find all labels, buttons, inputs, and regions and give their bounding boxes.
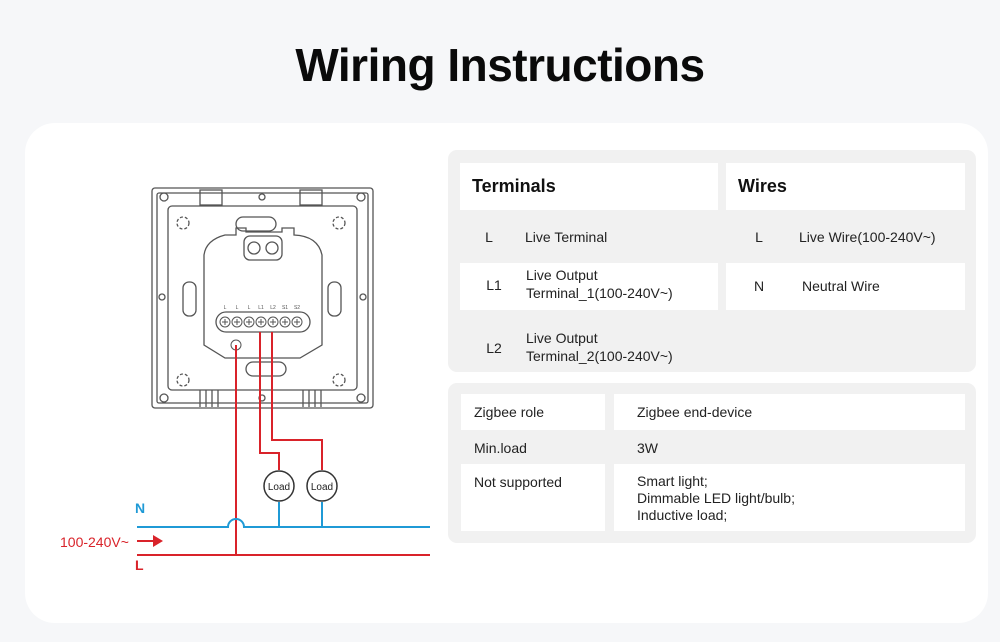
terminal-desc: Live Terminal (525, 229, 608, 245)
wire-desc: Live Wire(100-240V~) (799, 229, 936, 245)
terminal-desc: Live Output Terminal_2(100-240V~) (526, 330, 673, 364)
live-wires (137, 332, 430, 556)
terminal-screw (219, 316, 231, 328)
load2-live-wire (271, 332, 323, 470)
wire-code: N (753, 278, 765, 294)
arrow-right-icon (137, 535, 163, 547)
terminal-code: L (485, 229, 493, 245)
hole-right (265, 241, 279, 255)
terminal-label: L (236, 305, 239, 311)
ring-bottom-right (332, 373, 346, 387)
terminal-row-bg (460, 263, 718, 310)
terminal-screw (243, 316, 255, 328)
hole-holder (243, 235, 283, 261)
bottom-tab-right (302, 390, 322, 407)
inner-frame (156, 192, 369, 404)
page-title: Wiring Instructions (295, 39, 705, 91)
screw-right-center (359, 293, 367, 301)
ring-top-right (332, 216, 346, 230)
mount-plate (167, 205, 358, 391)
spec-value: Smart light; Dimmable LED light/bulb; In… (637, 473, 795, 523)
bottom-tab-left (199, 390, 219, 407)
terminal-code: L2 (486, 340, 502, 356)
neutral-wires (137, 502, 430, 528)
wire-row-bg (726, 263, 965, 310)
terminal-screw (255, 316, 267, 328)
terminal-label: L1 (258, 305, 264, 311)
neutral-label: N (135, 500, 146, 516)
spec-value: 3W (637, 440, 658, 456)
load-label: Load (311, 482, 333, 493)
terminal-label: L (224, 305, 227, 311)
screw-left-center (158, 293, 166, 301)
terminal-screws (219, 316, 303, 351)
spec-value-bg (614, 464, 965, 531)
slot-right (327, 281, 342, 317)
terminals-header: Terminals (460, 163, 718, 210)
wire-code: L (755, 229, 763, 245)
hole-left (247, 241, 261, 255)
wires-header: Wires (726, 163, 965, 210)
slot-top (235, 216, 277, 232)
spec-label-bg (461, 394, 605, 430)
terminal-screw (291, 316, 303, 328)
neutral-bus-line (137, 518, 430, 528)
terminal-screw (231, 316, 243, 328)
screw-bottom-right (356, 393, 366, 403)
terminal-desc: Live Output Terminal_1(100-240V~) (526, 267, 673, 301)
load-2: Load (306, 470, 338, 502)
slot-bottom (245, 361, 287, 377)
ring-bottom-left (176, 373, 190, 387)
terminal-screw (279, 316, 291, 328)
switch-back-plate (151, 187, 374, 409)
spec-label: Zigbee role (474, 404, 545, 420)
terminal-labels: L L L L1 L2 S1 S2 (224, 305, 301, 311)
load-1: Load (263, 470, 295, 502)
load-circle (263, 470, 295, 502)
load1-live-wire (259, 332, 280, 470)
terminal-label: S2 (294, 305, 300, 311)
wire-desc: Neutral Wire (802, 278, 880, 294)
outer-frame (151, 187, 374, 409)
load-label: Load (268, 482, 290, 493)
relay-module (203, 227, 323, 359)
terminal-label: L2 (270, 305, 276, 311)
live-label: L (135, 557, 144, 573)
screw-top-right (356, 192, 366, 202)
spec-label: Min.load (474, 440, 527, 456)
terminal-screw (267, 316, 279, 328)
slot-left (182, 281, 197, 317)
terminal-code: L1 (486, 277, 502, 293)
terminal-block (215, 311, 311, 333)
supply-voltage-label: 100-240V~ (60, 534, 129, 550)
screw-top-left (159, 192, 169, 202)
spec-label: Not supported (474, 474, 562, 490)
top-tab-left (199, 189, 223, 206)
load-circle (306, 470, 338, 502)
terminal-label: L (248, 305, 251, 311)
spec-value-bg (614, 394, 965, 430)
top-tab-right (299, 189, 323, 206)
ring-top-left (176, 216, 190, 230)
screw-bottom-left (159, 393, 169, 403)
screw-top-center (258, 193, 266, 201)
terminal-label: S1 (282, 305, 288, 311)
spec-value: Zigbee end-device (637, 404, 753, 420)
spec-label-bg (461, 464, 605, 531)
